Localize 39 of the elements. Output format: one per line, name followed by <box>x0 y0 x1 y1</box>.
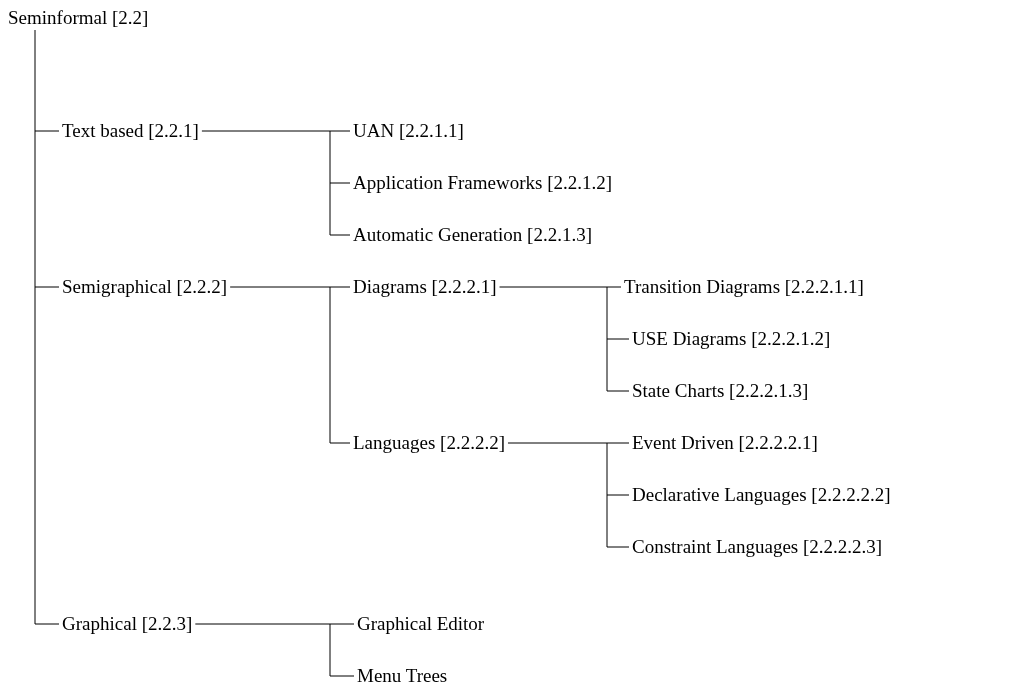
tree-connector <box>507 442 608 548</box>
tree-label: Seminformal [2.2] <box>5 6 152 30</box>
tree-label: Event Driven [2.2.2.2.1] <box>629 431 821 455</box>
tree-connector <box>606 442 630 444</box>
tree-connector <box>329 234 351 236</box>
tree-label: Languages [2.2.2.2] <box>350 431 508 455</box>
tree-label: Graphical Editor <box>354 612 488 636</box>
tree-connector <box>34 286 60 288</box>
tree-connector <box>34 623 60 625</box>
tree-connector <box>329 623 355 625</box>
tree-label: Transition Diagrams [2.2.2.1.1] <box>621 275 867 299</box>
tree-connector <box>329 182 351 184</box>
tree-connector <box>499 286 608 392</box>
tree-connector <box>606 494 630 496</box>
tree-connector <box>201 130 331 236</box>
tree-connector <box>34 130 60 132</box>
tree-label: State Charts [2.2.2.1.3] <box>629 379 812 403</box>
tree-connector <box>329 675 355 677</box>
tree-connector <box>606 338 630 340</box>
tree-connector <box>606 286 622 288</box>
tree-label: Declarative Languages [2.2.2.2.2] <box>629 483 894 507</box>
tree-label: Graphical [2.2.3] <box>59 612 196 636</box>
tree-connector <box>329 286 351 288</box>
tree-label: Constraint Languages [2.2.2.2.3] <box>629 535 886 559</box>
tree-connector <box>606 546 630 548</box>
tree-connector <box>34 29 36 625</box>
tree-label: Semigraphical [2.2.2] <box>59 275 231 299</box>
tree-connector <box>229 286 331 444</box>
tree-connector <box>329 130 351 132</box>
tree-connector <box>194 623 331 677</box>
tree-label: Menu Trees <box>354 664 451 688</box>
tree-label: Automatic Generation [2.2.1.3] <box>350 223 595 247</box>
tree-label: Application Frameworks [2.2.1.2] <box>350 171 616 195</box>
tree-label: USE Diagrams [2.2.2.1.2] <box>629 327 834 351</box>
tree-connector <box>329 442 351 444</box>
tree-connector <box>606 390 630 392</box>
tree-label: Diagrams [2.2.2.1] <box>350 275 500 299</box>
tree-label: Text based [2.2.1] <box>59 119 202 143</box>
tree-label: UAN [2.2.1.1] <box>350 119 467 143</box>
